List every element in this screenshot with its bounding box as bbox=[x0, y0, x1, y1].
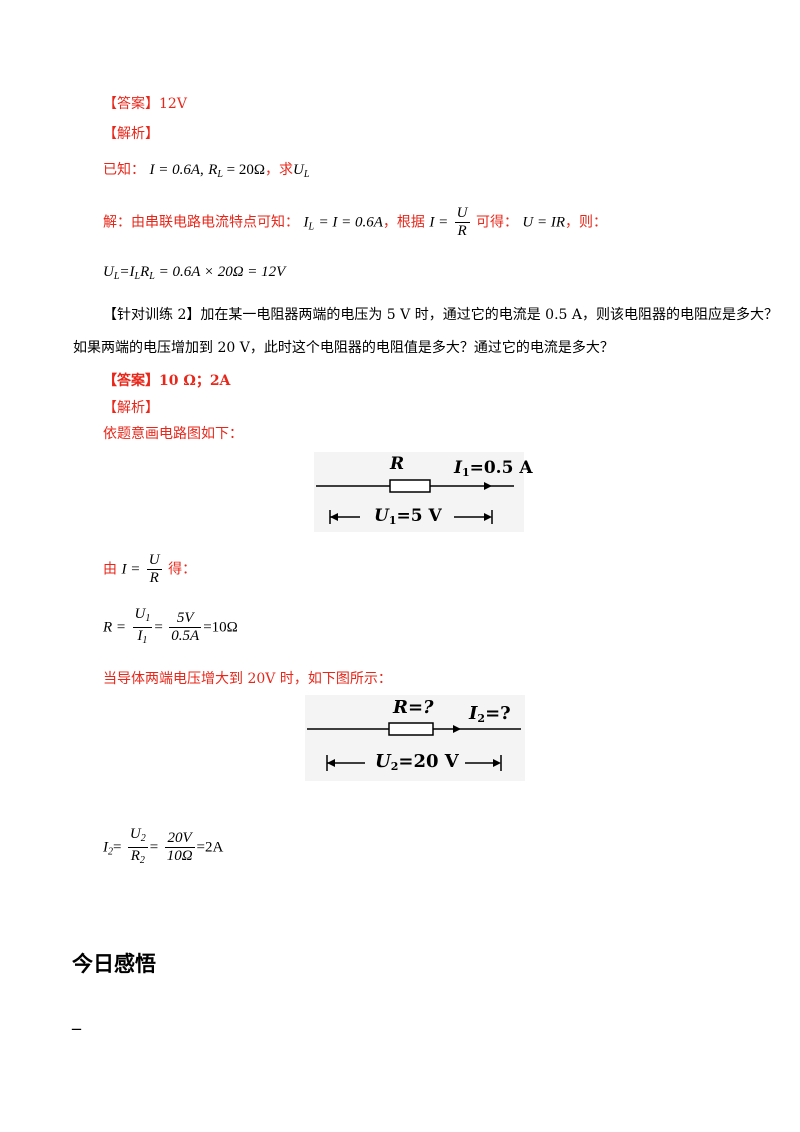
known-prefix: 已知： bbox=[103, 162, 145, 178]
training-line-1: 【针对训练 2】加在某一电阻器两端的电压为 5 V 时，通过它的电流是 0.5 … bbox=[103, 305, 778, 325]
answer-line-1: 【答案】12V bbox=[103, 94, 187, 114]
circuit-figure-1: R I1=0.5 A U1=5 V bbox=[314, 452, 533, 532]
analysis-label-2: 【解析】 bbox=[103, 400, 159, 416]
known-resistance-val: = 20Ω bbox=[222, 162, 266, 178]
known-current: I = 0.6A bbox=[149, 162, 200, 178]
solution-eq2-left: I = bbox=[429, 214, 449, 231]
answer-value: 12V bbox=[159, 96, 187, 112]
fig2-current-label: I2=? bbox=[469, 703, 511, 725]
answer-label-2: 【答案】 bbox=[103, 373, 159, 389]
answer-line-2: 【答案】10 Ω；2A bbox=[103, 371, 230, 391]
training-question-2: 如果两端的电压增加到 20 V，此时这个电阻器的电阻值是多大？通过它的电流是多大… bbox=[73, 340, 614, 356]
known-line: 已知： I = 0.6A, RL = 20Ω，求UL bbox=[103, 162, 310, 180]
training-tag: 【针对训练 2】 bbox=[103, 307, 201, 323]
section-title: 今日感悟 bbox=[72, 952, 156, 976]
fig2-resistor-label: R=? bbox=[393, 697, 434, 718]
known-resistance-var: R bbox=[208, 162, 218, 178]
known-sep: ， bbox=[265, 162, 280, 178]
fig2-voltage-label: U2=20 V bbox=[375, 751, 459, 773]
by-law-left: I = bbox=[121, 561, 141, 578]
known-ask-sub: L bbox=[303, 169, 310, 180]
known-resistance-sub: L bbox=[217, 169, 223, 180]
intro-text: 依题意画电路图如下： bbox=[103, 426, 243, 442]
result-rest: = 0.6A × 20Ω = 12V bbox=[154, 264, 286, 280]
analysis-label-1: 【解析】 bbox=[103, 126, 159, 142]
resistor-symbol-2 bbox=[388, 722, 434, 736]
blank-line: _ bbox=[72, 1010, 81, 1031]
by-law-suffix: 得： bbox=[168, 561, 197, 578]
solution-mid: ，根据 bbox=[382, 214, 425, 231]
training-question-1: 加在某一电阻器两端的电压为 5 V 时，通过它的电流是 0.5 A，则该电阻器的… bbox=[200, 307, 779, 323]
when-text: 当导体两端电压增大到 20V 时，如下图所示： bbox=[103, 671, 392, 687]
fig1-current-label: I1=0.5 A bbox=[454, 458, 533, 479]
solution-prefix: 解：由串联电路电流特点可知： bbox=[103, 214, 299, 231]
current-arrow-1 bbox=[484, 482, 492, 490]
resistor-symbol-1 bbox=[389, 479, 431, 493]
fig1-resistor-label: R bbox=[390, 454, 405, 474]
solution-eq3: U = IR bbox=[522, 214, 566, 231]
solution-then: 可得： bbox=[475, 214, 518, 231]
result-line-1: UL=ILRL = 0.6A × 20Ω = 12V bbox=[103, 264, 286, 282]
answer-label: 【答案】 bbox=[103, 96, 159, 112]
fig1-voltage-label: U1=5 V bbox=[374, 506, 442, 527]
solution-eq1: = I = 0.6A bbox=[318, 214, 383, 231]
answer-value-2: 10 Ω；2A bbox=[159, 373, 231, 389]
known-ask: 求 bbox=[279, 162, 294, 178]
known-ask-var: U bbox=[293, 162, 304, 178]
solution-end: ，则： bbox=[565, 214, 608, 231]
by-law-prefix: 由 bbox=[103, 561, 117, 578]
circuit-figure-2: R=? I2=? U2=20 V bbox=[305, 695, 525, 781]
result-mid: =I bbox=[119, 264, 135, 280]
current-arrow-2 bbox=[453, 725, 461, 733]
